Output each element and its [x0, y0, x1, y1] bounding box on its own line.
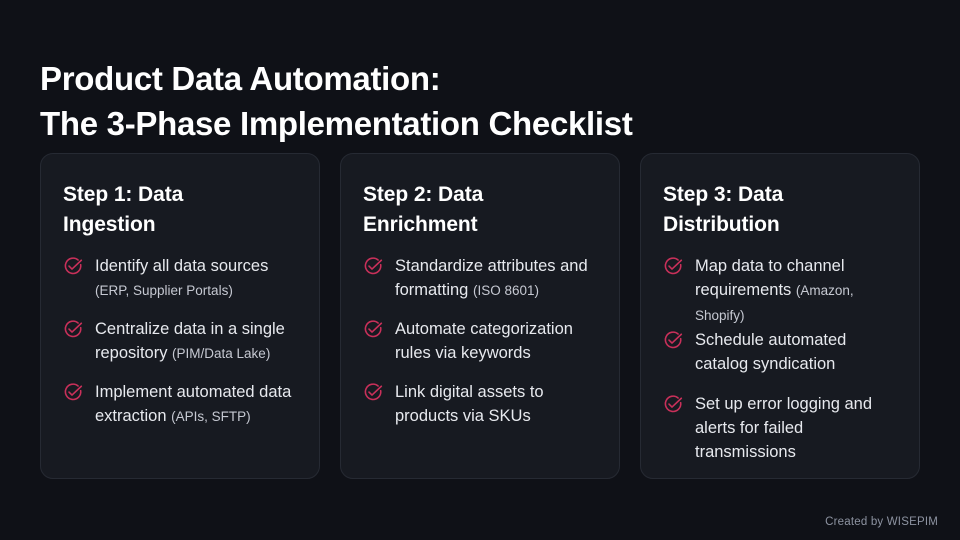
step-card-3: Step 3: Data Distribution Map data to ch…	[640, 153, 920, 479]
list-item-text: Set up error logging and alerts for fail…	[695, 395, 873, 461]
step-card-3-heading: Step 3: Data Distribution	[663, 180, 897, 240]
list-item-text: Centralize data in a single repository	[95, 320, 285, 362]
check-circle-icon	[63, 256, 83, 276]
page-title-line-1: Product Data Automation:	[40, 60, 441, 98]
list-item: Link digital assets to products via SKUs	[363, 380, 597, 429]
step-card-1-heading-line-2: Ingestion	[63, 213, 156, 236]
checklist-cards: Step 1: Data Ingestion Identify all data…	[40, 153, 920, 479]
list-item-text: Map data to channel requirements	[695, 257, 845, 299]
check-circle-icon	[63, 319, 83, 339]
list-item-text: Link digital assets to products via SKUs	[395, 383, 544, 425]
step-card-1-heading: Step 1: Data Ingestion	[63, 180, 297, 240]
list-item-text: Standardize attributes and formatting	[395, 257, 588, 299]
step-card-3-heading-line-2: Distribution	[663, 213, 780, 236]
list-item-note: (ISO 8601)	[472, 283, 539, 298]
check-circle-icon	[363, 319, 383, 339]
list-item-note: (Amazon, Shopify)	[695, 283, 854, 323]
step-card-2: Step 2: Data Enrichment Standardize attr…	[340, 153, 620, 479]
list-item: Identify all data sources (ERP, Supplier…	[63, 254, 297, 303]
page-title: Product Data Automation: The 3-Phase Imp…	[40, 56, 900, 146]
check-circle-icon	[663, 394, 683, 414]
list-item: Map data to channel requirements (Amazon…	[663, 254, 897, 328]
list-item: Centralize data in a single repository (…	[63, 317, 297, 366]
list-item-note: (ERP, Supplier Portals)	[95, 283, 233, 298]
list-item: Set up error logging and alerts for fail…	[663, 392, 897, 465]
step-card-2-heading-line-1: Step 2: Data	[363, 183, 484, 206]
list-item-text: Schedule automated catalog syndication	[695, 331, 847, 373]
step-card-2-heading: Step 2: Data Enrichment	[363, 180, 597, 240]
step-card-2-item-list: Standardize attributes and formatting (I…	[363, 254, 597, 429]
check-circle-icon	[63, 382, 83, 402]
list-item-text: Implement automated data extraction	[95, 383, 292, 425]
check-circle-icon	[363, 382, 383, 402]
step-card-1-item-list: Identify all data sources (ERP, Supplier…	[63, 254, 297, 429]
step-card-1-heading-line-1: Step 1: Data	[63, 183, 184, 206]
list-item: Implement automated data extraction (API…	[63, 380, 297, 429]
list-item-text: Identify all data sources	[95, 257, 269, 275]
list-item-note: (PIM/Data Lake)	[172, 346, 271, 361]
page-title-line-2: The 3-Phase Implementation Checklist	[40, 105, 633, 143]
list-item-text: Automate categorization rules via keywor…	[395, 320, 573, 362]
check-circle-icon	[663, 256, 683, 276]
list-item: Automate categorization rules via keywor…	[363, 317, 597, 366]
step-card-3-item-list: Map data to channel requirements (Amazon…	[663, 254, 897, 465]
list-item: Schedule automated catalog syndication	[663, 328, 897, 377]
step-card-3-heading-line-1: Step 3: Data	[663, 183, 784, 206]
step-card-1: Step 1: Data Ingestion Identify all data…	[40, 153, 320, 479]
footer-credit: Created by WISEPIM	[825, 516, 938, 528]
list-item-note: (APIs, SFTP)	[171, 409, 251, 424]
step-card-2-heading-line-2: Enrichment	[363, 213, 478, 236]
list-item: Standardize attributes and formatting (I…	[363, 254, 597, 303]
check-circle-icon	[663, 330, 683, 350]
check-circle-icon	[363, 256, 383, 276]
